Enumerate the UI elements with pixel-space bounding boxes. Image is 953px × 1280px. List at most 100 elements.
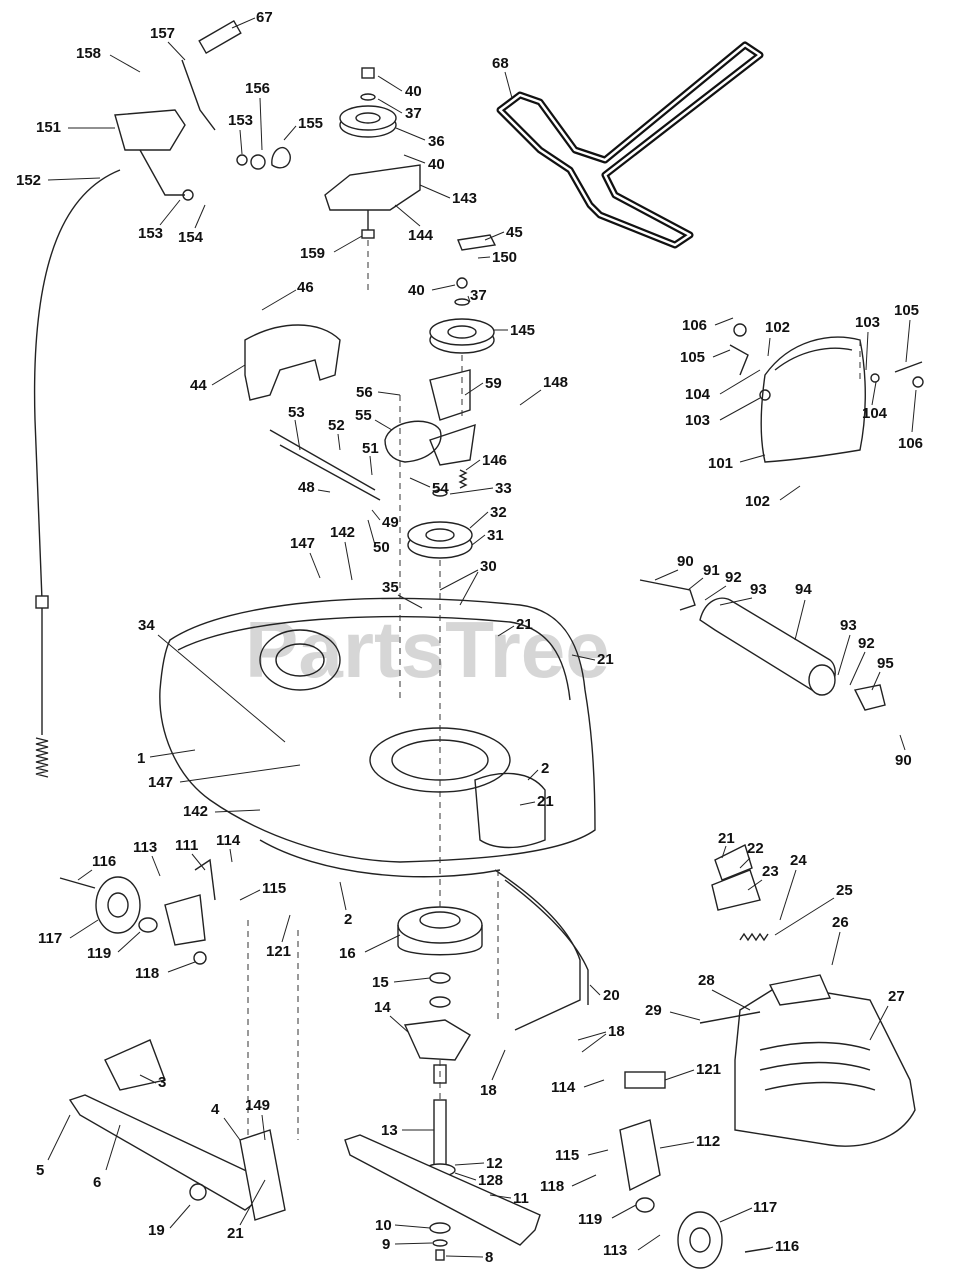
label-153a: 153 — [228, 112, 253, 129]
label-106b: 106 — [898, 435, 923, 452]
label-10: 10 — [375, 1217, 392, 1234]
pulley-32 — [407, 489, 473, 559]
roller-94 — [639, 579, 886, 711]
label-68: 68 — [492, 55, 509, 72]
label-13: 13 — [381, 1122, 398, 1139]
label-95: 95 — [877, 655, 894, 672]
label-45: 45 — [506, 224, 523, 241]
label-59: 59 — [485, 375, 502, 392]
label-114b: 114 — [551, 1079, 576, 1096]
label-50: 50 — [373, 539, 390, 556]
label-144: 144 — [408, 227, 434, 244]
label-55: 55 — [355, 407, 372, 424]
label-33: 33 — [495, 480, 512, 497]
label-103a: 103 — [855, 314, 880, 331]
label-11: 11 — [513, 1190, 529, 1207]
label-27: 27 — [888, 988, 905, 1005]
label-117b: 117 — [753, 1199, 777, 1216]
idler-bracket-55 — [269, 369, 476, 501]
label-154: 154 — [178, 229, 204, 246]
label-23: 23 — [762, 863, 779, 880]
label-101: 101 — [708, 455, 733, 472]
label-105b: 105 — [680, 349, 705, 366]
label-118a: 118 — [135, 965, 159, 982]
label-119a: 119 — [87, 945, 111, 962]
spindle-assembly — [397, 906, 483, 1177]
bracket-6 — [68, 1039, 286, 1221]
label-67: 67 — [256, 9, 273, 26]
label-92a: 92 — [725, 569, 742, 586]
label-113b: 113 — [603, 1242, 627, 1259]
label-157: 157 — [150, 25, 175, 42]
lift-lever-assembly — [114, 19, 291, 201]
label-21e: 21 — [718, 830, 735, 847]
label-145: 145 — [510, 322, 535, 339]
label-14: 14 — [374, 999, 391, 1016]
label-113a: 113 — [133, 839, 157, 856]
drive-belt — [496, 41, 764, 249]
label-29: 29 — [645, 1002, 662, 1019]
label-21b: 21 — [597, 651, 614, 668]
label-3: 3 — [158, 1074, 166, 1091]
label-1: 1 — [137, 750, 145, 767]
label-40a: 40 — [405, 83, 422, 100]
label-90a: 90 — [677, 553, 694, 570]
label-21c: 21 — [537, 793, 554, 810]
label-56: 56 — [356, 384, 373, 401]
discharge-chute-27 — [699, 844, 916, 1147]
label-116b: 116 — [775, 1238, 799, 1255]
label-18a: 18 — [608, 1023, 625, 1040]
label-115b: 115 — [555, 1147, 579, 1164]
label-44: 44 — [190, 377, 207, 394]
label-5: 5 — [36, 1162, 44, 1179]
label-91: 91 — [703, 562, 720, 579]
label-36: 36 — [428, 133, 445, 150]
label-158: 158 — [76, 45, 101, 62]
label-31: 31 — [487, 527, 504, 544]
cable-spring — [35, 595, 49, 778]
label-40c: 40 — [408, 282, 425, 299]
label-155: 155 — [298, 115, 323, 132]
label-49: 49 — [382, 514, 399, 531]
watermark: PartsTree — [245, 605, 610, 694]
label-53: 53 — [288, 404, 305, 421]
label-19: 19 — [148, 1222, 165, 1239]
label-24: 24 — [790, 852, 807, 869]
label-94: 94 — [795, 581, 812, 598]
label-104b: 104 — [862, 405, 888, 422]
label-92b: 92 — [858, 635, 875, 652]
label-149: 149 — [245, 1097, 270, 1114]
label-102b: 102 — [745, 493, 770, 510]
label-90b: 90 — [895, 752, 912, 769]
label-52: 52 — [328, 417, 345, 434]
label-28: 28 — [698, 972, 715, 989]
idler-pulley-upper — [324, 67, 421, 239]
label-46: 46 — [297, 279, 314, 296]
label-35: 35 — [382, 579, 399, 596]
label-147b: 147 — [148, 774, 173, 791]
label-48: 48 — [298, 479, 315, 496]
mower-deck-shell — [159, 597, 596, 878]
label-93b: 93 — [840, 617, 857, 634]
label-51: 51 — [362, 440, 379, 457]
label-121b: 121 — [696, 1061, 721, 1078]
label-159: 159 — [300, 245, 325, 262]
pulley-145 — [429, 234, 497, 354]
label-20: 20 — [603, 987, 620, 1004]
label-118b: 118 — [540, 1178, 564, 1195]
label-102a: 102 — [765, 319, 790, 336]
lift-cable — [33, 169, 121, 601]
label-104a: 104 — [685, 386, 711, 403]
label-114a: 114 — [216, 832, 241, 849]
blade-11 — [344, 1134, 541, 1261]
label-152: 152 — [16, 172, 41, 189]
label-40b: 40 — [428, 156, 445, 173]
label-32: 32 — [490, 504, 507, 521]
label-143: 143 — [452, 190, 477, 207]
label-4: 4 — [211, 1101, 220, 1118]
label-2a: 2 — [541, 760, 549, 777]
label-30: 30 — [480, 558, 497, 575]
label-128: 128 — [478, 1172, 503, 1189]
label-115a: 115 — [262, 880, 286, 897]
